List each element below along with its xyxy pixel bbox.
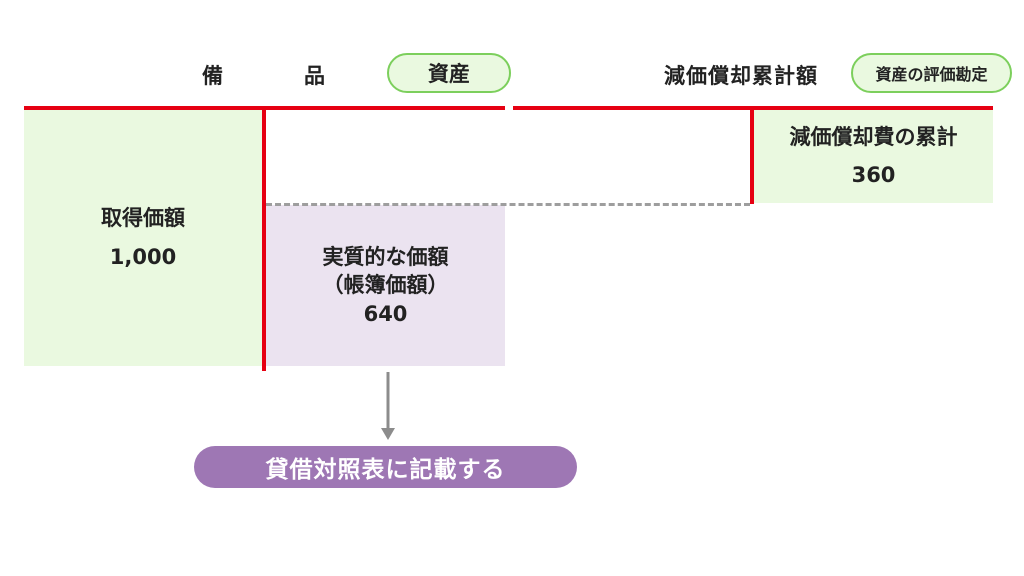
- right-account-title: 減価償却累計額: [664, 64, 818, 88]
- t-account-left-divider: [262, 106, 266, 371]
- acquisition-cost-box: 取得価額 1,000: [24, 110, 262, 366]
- book-value-value: 640: [363, 301, 408, 326]
- valuation-account-tag: 資産の評価勘定: [851, 53, 1012, 93]
- book-value-sub: （帳簿価額）: [322, 273, 449, 298]
- book-value-box: 実質的な価額 （帳簿価額） 640: [266, 205, 505, 366]
- dashed-guide-line: [266, 203, 750, 206]
- accumulated-value: 360: [851, 162, 896, 187]
- accumulated-label: 減価償却費の累計: [789, 125, 958, 149]
- book-value-label: 実質的な価額: [322, 244, 449, 269]
- account-name-char1: 備: [202, 64, 223, 88]
- acquisition-label: 取得価額: [101, 205, 185, 230]
- balance-sheet-label: 貸借対照表に記載する: [194, 446, 577, 488]
- account-name-char2: 品: [304, 64, 325, 88]
- acquisition-value: 1,000: [109, 245, 177, 269]
- t-account-right-divider: [750, 106, 754, 204]
- asset-tag: 資産: [387, 53, 511, 93]
- arrow-down-icon: [381, 372, 395, 440]
- accumulated-box: 減価償却費の累計 360: [754, 110, 993, 203]
